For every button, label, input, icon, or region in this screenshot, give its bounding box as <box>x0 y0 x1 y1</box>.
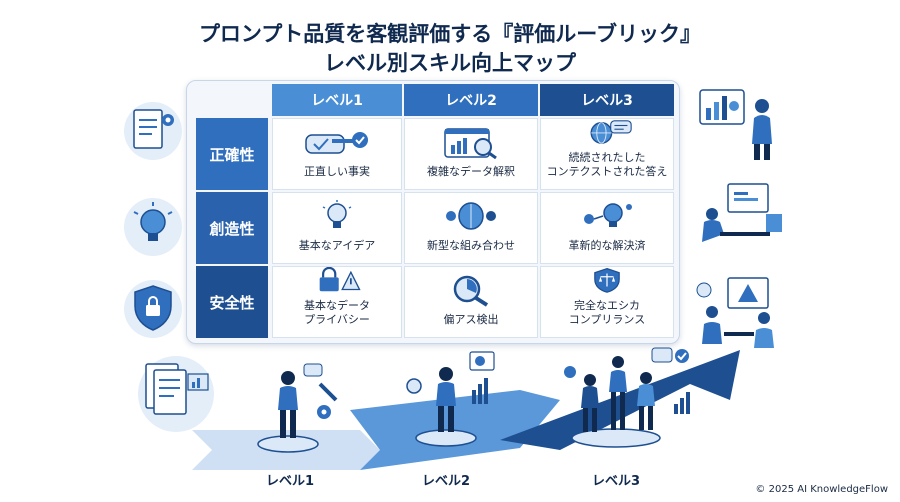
title-line-2: レベル別スキル向上マップ <box>324 51 576 75</box>
cell-label: 基本なデータ プライバシー <box>304 299 370 326</box>
cell-label: 基本なアイデア <box>298 239 376 252</box>
row-header-accuracy: 正確性 <box>196 118 268 190</box>
document-gear-icon <box>124 102 182 160</box>
cell-accuracy-level2: 複雑なデータ解釈 <box>404 118 538 190</box>
cell-label: 正直しい事実 <box>304 165 370 178</box>
cell-safety-level1: 基本なデータ プライバシー <box>272 266 402 338</box>
desk-worker-icon <box>702 183 782 242</box>
level3-team-icon <box>564 347 690 448</box>
lock-warning-icon <box>319 267 361 292</box>
stage-label-level1: レベル1 <box>266 474 315 489</box>
cell-label: 完全なエシカ コンプリランス <box>568 299 646 326</box>
column-header-level1: レベル1 <box>272 84 402 116</box>
documents-chart-icon <box>138 356 214 432</box>
column-header-level2: レベル2 <box>404 84 538 116</box>
column-header-level3: レベル3 <box>540 84 674 116</box>
chat-check-icon <box>305 132 368 154</box>
lightbulb-side-icon <box>124 198 182 256</box>
brain-gears-icon <box>446 202 496 230</box>
cell-label: 偏アス検出 <box>443 313 499 326</box>
data-analysis-icon <box>444 128 497 159</box>
innovation-bulb-icon <box>584 203 632 227</box>
shield-scale-icon <box>594 267 620 293</box>
cell-label: 続続されたした コンテクストされた答え <box>546 151 668 178</box>
globe-chat-icon <box>590 120 632 144</box>
shield-lock-icon <box>124 280 182 338</box>
row-header-safety: 安全性 <box>196 266 268 338</box>
level1-person-icon <box>257 363 338 453</box>
presenter-chart-icon <box>699 89 772 160</box>
level2-person-icon <box>406 351 495 447</box>
copyright-text: © 2025 AI KnowledgeFlow <box>755 484 888 495</box>
title-line-1: プロンプト品質を客観評価する『評価ルーブリック』 <box>198 22 702 46</box>
cell-label: 複雑なデータ解釈 <box>427 165 515 178</box>
lightbulb-icon <box>322 200 352 228</box>
cell-safety-level2: 偏アス検出 <box>404 266 538 338</box>
cell-safety-level3: 完全なエシカ コンプリランス <box>540 266 674 338</box>
stage-label-level2: レベル2 <box>422 474 471 489</box>
cell-accuracy-level1: 正直しい事実 <box>272 118 402 190</box>
cell-creativity-level2: 新型な組み合わせ <box>404 192 538 264</box>
cell-accuracy-level3: 続続されたした コンテクストされた答え <box>540 118 674 190</box>
team-warning-icon <box>696 277 774 348</box>
cell-label: 新型な組み合わせ <box>427 239 515 252</box>
magnifier-chart-icon <box>453 275 489 307</box>
cell-label: 革新的な解決済 <box>568 239 646 252</box>
cell-creativity-level3: 革新的な解決済 <box>540 192 674 264</box>
cell-creativity-level1: 基本なアイデア <box>272 192 402 264</box>
row-header-creativity: 創造性 <box>196 192 268 264</box>
stage-label-level3: レベル3 <box>592 474 641 489</box>
